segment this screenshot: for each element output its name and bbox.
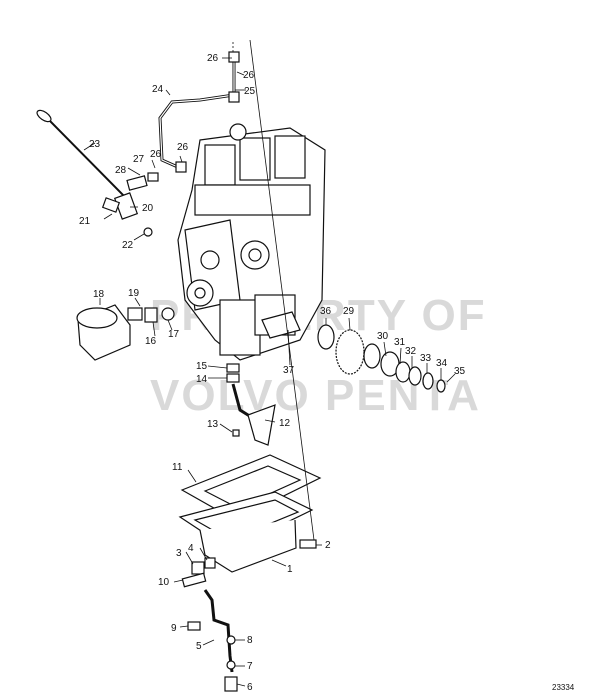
callout-10: 10 [158, 577, 170, 588]
callout-37: 37 [283, 365, 295, 376]
callout-27: 27 [133, 154, 145, 165]
callout-25: 25 [244, 86, 256, 97]
callout-12: 12 [279, 418, 291, 429]
callout-28: 28 [115, 165, 127, 176]
callout-31: 31 [394, 337, 406, 348]
callout-30: 30 [377, 331, 389, 342]
oil-filter [76, 304, 175, 361]
callout-5: 5 [196, 641, 202, 652]
callout-19: 19 [128, 288, 140, 299]
pipe-assembly [158, 51, 240, 173]
callout-26: 26 [177, 142, 189, 153]
callout-34: 34 [436, 358, 448, 369]
engine-block [177, 123, 326, 361]
callout-24: 24 [152, 84, 164, 95]
callout-7: 7 [247, 661, 253, 672]
callout-14: 14 [196, 374, 208, 385]
dipstick [36, 109, 139, 220]
callout-32: 32 [405, 346, 417, 357]
callout-13: 13 [207, 419, 219, 430]
drawing-number: 23334 [552, 683, 575, 692]
callout-3: 3 [176, 548, 182, 559]
callout-36: 36 [320, 306, 332, 317]
callout-15: 15 [196, 361, 208, 372]
callout-33: 33 [420, 353, 432, 364]
callout-labels: 26 26 25 24 23 27 26 26 28 20 21 22 18 1… [79, 53, 466, 693]
callout-9: 9 [171, 623, 177, 634]
callout-6: 6 [247, 682, 253, 693]
callout-16: 16 [145, 336, 157, 347]
drain-assembly [181, 557, 238, 692]
oil-pan [178, 491, 317, 573]
callout-4: 4 [188, 543, 194, 554]
leader-lines [83, 39, 456, 687]
callout-26: 26 [207, 53, 219, 64]
callout-35: 35 [454, 366, 466, 377]
callout-18: 18 [93, 289, 105, 300]
callout-17: 17 [168, 329, 180, 340]
gear-assembly [317, 324, 446, 393]
callout-11: 11 [172, 462, 183, 473]
callout-22: 22 [122, 240, 134, 251]
callout-20: 20 [142, 203, 154, 214]
callout-26: 26 [243, 70, 255, 81]
callout-1: 1 [287, 564, 293, 575]
callout-21: 21 [79, 216, 91, 227]
callout-29: 29 [343, 306, 355, 317]
callout-8: 8 [247, 635, 253, 646]
callout-26: 26 [150, 149, 162, 160]
callout-2: 2 [325, 540, 331, 551]
callout-23: 23 [89, 139, 101, 150]
fittings-left [101, 172, 159, 237]
